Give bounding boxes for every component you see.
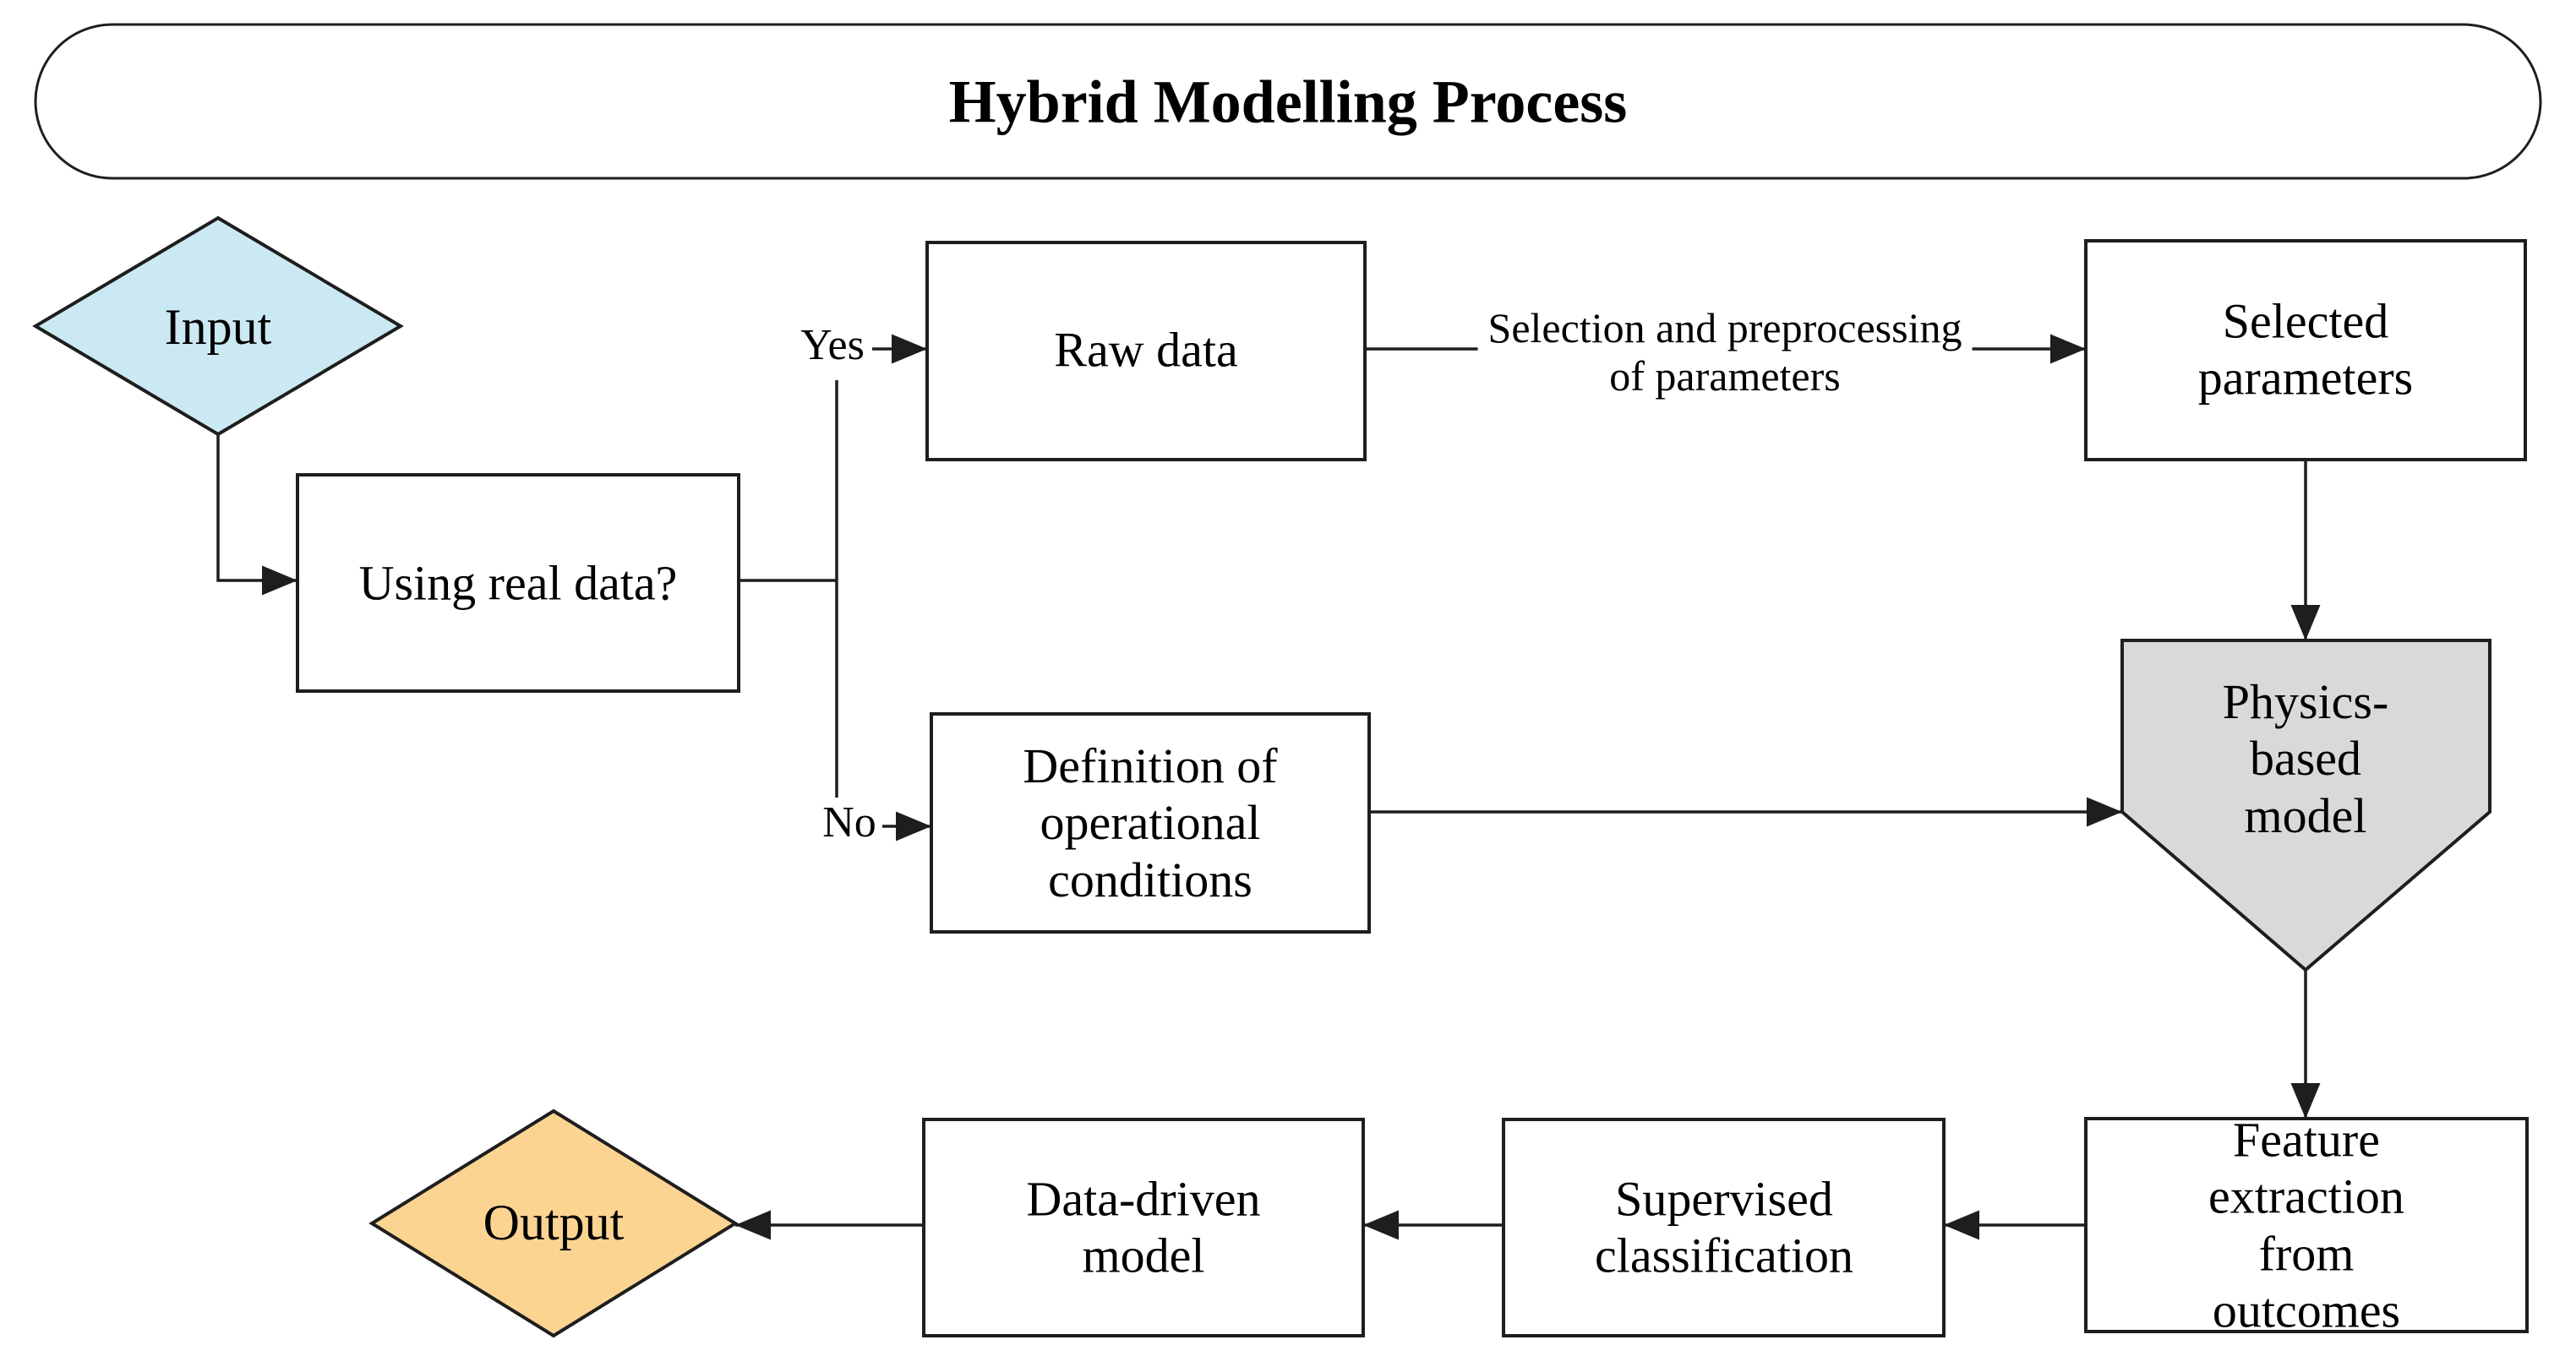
node-output-label: Output — [483, 1195, 625, 1251]
node-data-driven-model-label: Data-driven model — [1026, 1171, 1261, 1283]
node-definition-operational-shape — [930, 712, 1371, 934]
node-physics-based-model-shape — [2120, 639, 2491, 972]
edge-input-to-using — [216, 434, 297, 596]
node-feature-extraction-shape — [2084, 1117, 2529, 1333]
title-banner-shape — [34, 23, 2542, 180]
node-raw-data-label: Raw data — [1054, 322, 1238, 378]
node-output-shape — [368, 1108, 739, 1338]
edge-label-no: No — [822, 798, 876, 847]
node-supervised-classification-label: Supervised classification — [1594, 1171, 1854, 1283]
edge-label-yes: Yes — [800, 320, 865, 369]
diagram-title: Hybrid Modelling Process — [948, 68, 1628, 136]
node-using-real-data-shape — [296, 473, 740, 693]
node-definition-operational-label: Definition of operational conditions — [1023, 738, 1278, 907]
edge-label-selection-preprocessing: Selection and preprocessing of parameter… — [1477, 302, 1973, 402]
node-physics-based-model-label: Physics-based model — [2222, 674, 2389, 843]
node-supervised-classification-shape — [1502, 1118, 1946, 1337]
node-selected-parameters-shape — [2084, 239, 2527, 461]
node-feature-extraction-label: Feature extraction from outcomes — [2208, 1112, 2404, 1338]
node-data-driven-model-shape — [922, 1118, 1365, 1337]
node-input-shape — [32, 215, 404, 437]
node-raw-data-shape — [925, 241, 1367, 461]
node-using-real-data-label: Using real data? — [358, 555, 678, 611]
node-selected-parameters-label: Selected parameters — [2197, 293, 2414, 406]
node-input-label: Input — [164, 299, 272, 356]
